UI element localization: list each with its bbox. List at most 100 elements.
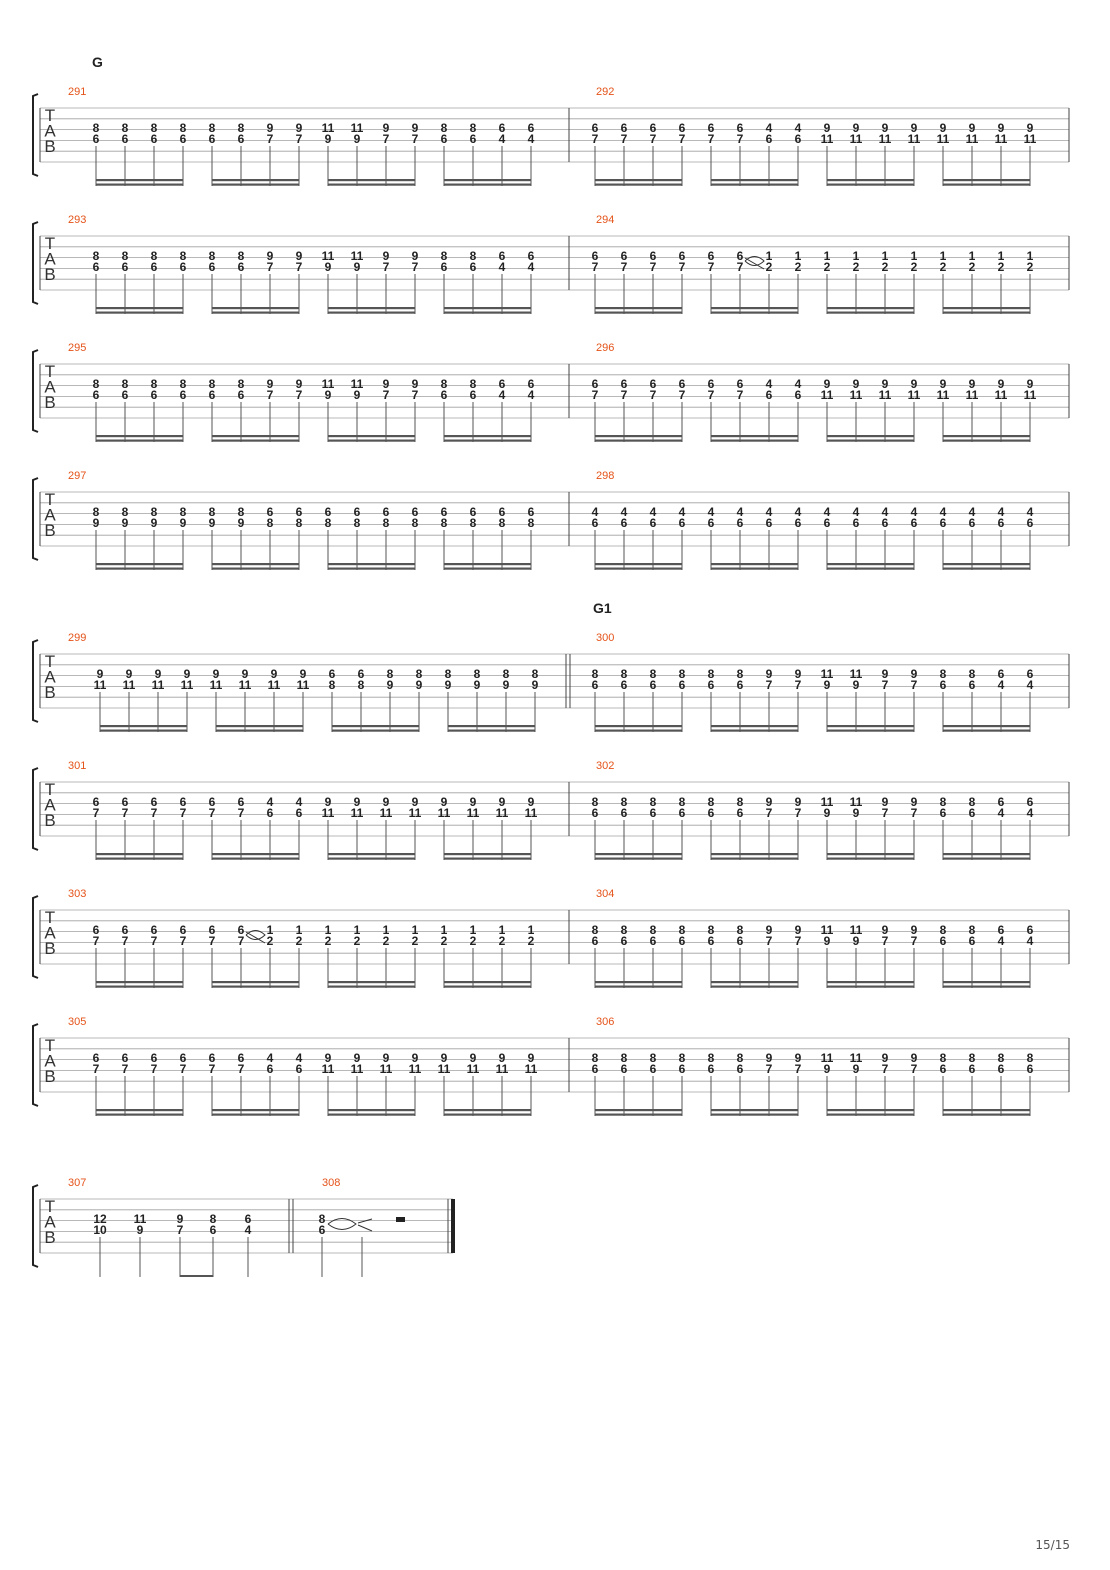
fret-number: 7 [238, 934, 245, 948]
fret-number: 11 [94, 678, 107, 692]
fret-number: 6 [441, 132, 448, 146]
fret-number: 6 [238, 260, 245, 274]
tab-clef-letter: A [44, 122, 56, 141]
fret-number: 11 [239, 678, 252, 692]
fret-number: 8 [354, 516, 361, 530]
fret-number: 6 [238, 132, 245, 146]
fret-number: 9 [474, 678, 481, 692]
tab-clef-letter: T [45, 490, 55, 509]
beam [328, 1113, 415, 1116]
fret-number: 6 [650, 516, 657, 530]
fret-number: 7 [296, 260, 303, 274]
fret-number: 4 [296, 795, 303, 809]
slide-line [245, 931, 266, 944]
fret-number: 12 [93, 1212, 107, 1226]
fret-number: 4 [737, 505, 744, 519]
beam [827, 1109, 914, 1112]
fret-number: 7 [795, 1062, 802, 1076]
fret-number: 8 [122, 505, 129, 519]
fret-number: 9 [296, 121, 303, 135]
fret-number: 6 [319, 1223, 326, 1237]
fret-number: 9 [853, 934, 860, 948]
fret-number: 6 [998, 795, 1005, 809]
fret-number: 9 [795, 795, 802, 809]
beam [328, 179, 415, 182]
fret-number: 6 [1027, 667, 1034, 681]
fret-number: 8 [238, 505, 245, 519]
fret-number: 11 [351, 121, 364, 135]
fret-number: 6 [969, 806, 976, 820]
fret-number: 1 [882, 249, 889, 263]
beam [96, 1109, 183, 1112]
beam [711, 563, 798, 566]
fret-number: 4 [679, 505, 686, 519]
beam [595, 1113, 682, 1116]
fret-number: 9 [998, 377, 1005, 391]
fret-number: 6 [528, 249, 535, 263]
fret-number: 9 [853, 121, 860, 135]
beam [711, 729, 798, 732]
fret-number: 6 [998, 1062, 1005, 1076]
beam [827, 725, 914, 728]
beam [595, 183, 682, 186]
bar-number: 292 [596, 86, 614, 98]
bar-number: 296 [596, 342, 614, 354]
fret-number: 6 [180, 1051, 187, 1065]
fret-number: 9 [1027, 377, 1034, 391]
fret-number: 11 [850, 1051, 863, 1065]
fret-number: 8 [441, 516, 448, 530]
tab-clef-letter: A [44, 378, 56, 397]
fret-number: 9 [155, 667, 162, 681]
fret-number: 9 [412, 377, 419, 391]
fret-number: 6 [470, 260, 477, 274]
fret-number: 7 [93, 934, 100, 948]
fret-number: 11 [322, 121, 335, 135]
fret-number: 11 [966, 132, 979, 146]
tab-clef-letter: A [44, 796, 56, 815]
fret-number: 6 [470, 505, 477, 519]
fret-number: 6 [122, 132, 129, 146]
fade-mark [357, 1224, 373, 1232]
fret-number: 4 [1027, 505, 1034, 519]
beam [96, 179, 183, 182]
fret-number: 7 [911, 1062, 918, 1076]
beam [711, 183, 798, 186]
tab-clef-letter: B [44, 811, 55, 830]
fret-number: 9 [1027, 121, 1034, 135]
fret-number: 8 [416, 667, 423, 681]
fret-number: 8 [708, 667, 715, 681]
fret-number: 8 [969, 923, 976, 937]
fret-number: 8 [470, 121, 477, 135]
fret-number: 6 [93, 260, 100, 274]
final-barline-thick [451, 1199, 455, 1253]
fret-number: 9 [766, 667, 773, 681]
tab-clef-letter: A [44, 1052, 56, 1071]
fret-number: 9 [824, 678, 831, 692]
fret-number: 7 [383, 260, 390, 274]
fret-number: 8 [679, 1051, 686, 1065]
bar-number: 291 [68, 86, 86, 98]
fret-number: 7 [180, 934, 187, 948]
fret-number: 9 [911, 667, 918, 681]
fret-number: 9 [911, 923, 918, 937]
fret-number: 7 [592, 132, 599, 146]
fret-number: 4 [528, 260, 535, 274]
fret-number: 8 [122, 121, 129, 135]
fret-number: 4 [940, 505, 947, 519]
fret-number: 4 [499, 388, 506, 402]
fret-number: 9 [412, 795, 419, 809]
beam [827, 435, 914, 438]
fret-number: 9 [911, 1051, 918, 1065]
fret-number: 11 [134, 1212, 147, 1226]
fret-number: 4 [766, 377, 773, 391]
bar-number: 293 [68, 214, 86, 226]
tab-clef-letter: T [45, 1197, 55, 1216]
fret-number: 6 [592, 1062, 599, 1076]
beam [943, 1109, 1030, 1112]
fret-number: 6 [180, 795, 187, 809]
beam [96, 853, 183, 856]
bar-number: 298 [596, 470, 614, 482]
bar-number: 305 [68, 1016, 86, 1028]
fret-number: 6 [122, 795, 129, 809]
fret-number: 6 [122, 388, 129, 402]
